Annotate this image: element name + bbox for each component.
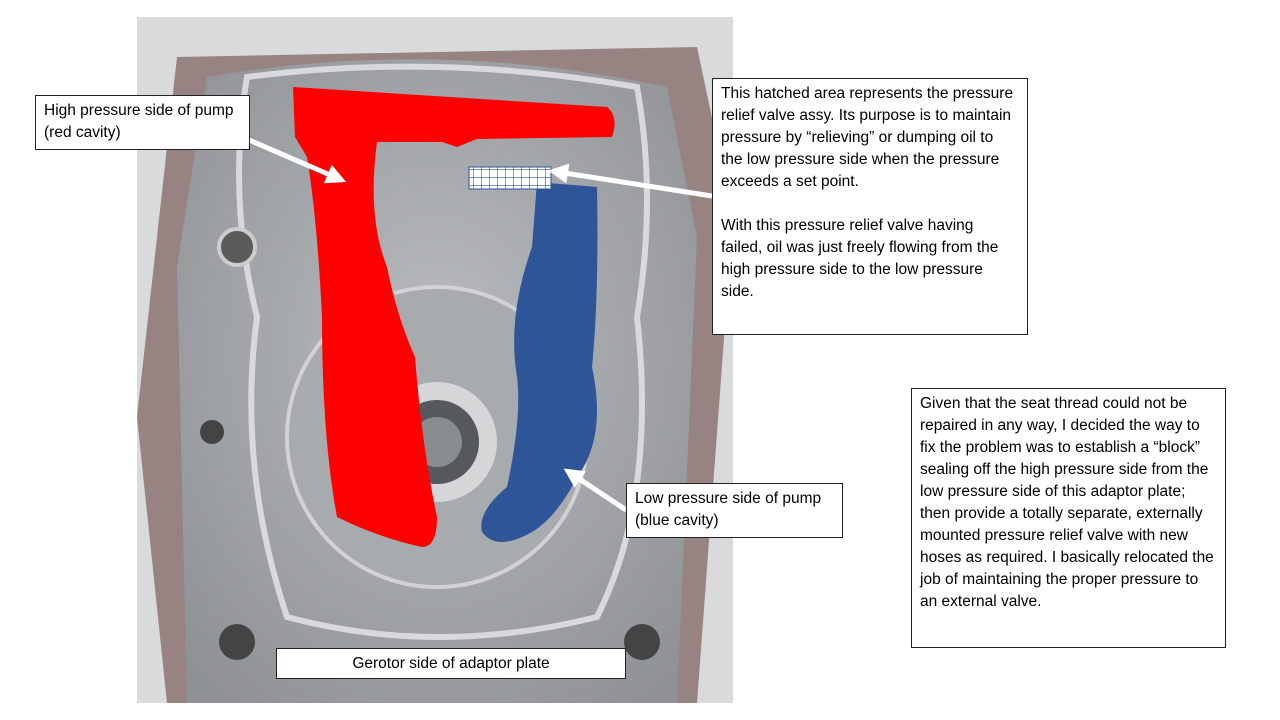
solution-text: Given that the seat thread could not be … (920, 395, 1214, 610)
relief-valve-text-1: This hatched area represents the pressur… (721, 85, 1014, 190)
adaptor-plate-photo (137, 17, 733, 703)
caption-text: Gerotor side of adaptor plate (352, 655, 550, 672)
low-pressure-label: Low pressure side of pump (blue cavity) (626, 483, 843, 538)
relief-valve-label: This hatched area represents the pressur… (712, 78, 1028, 335)
high-pressure-text: High pressure side of pump (red cavity) (44, 102, 234, 141)
relief-valve-text-2: With this pressure relief valve having f… (721, 217, 999, 300)
high-pressure-label: High pressure side of pump (red cavity) (35, 95, 250, 150)
high-pressure-cavity (293, 87, 615, 547)
relief-valve-hatched-area (468, 166, 552, 190)
solution-label: Given that the seat thread could not be … (911, 388, 1226, 648)
low-pressure-cavity (481, 182, 598, 542)
low-pressure-text: Low pressure side of pump (blue cavity) (635, 490, 822, 529)
caption-label: Gerotor side of adaptor plate (276, 648, 626, 679)
